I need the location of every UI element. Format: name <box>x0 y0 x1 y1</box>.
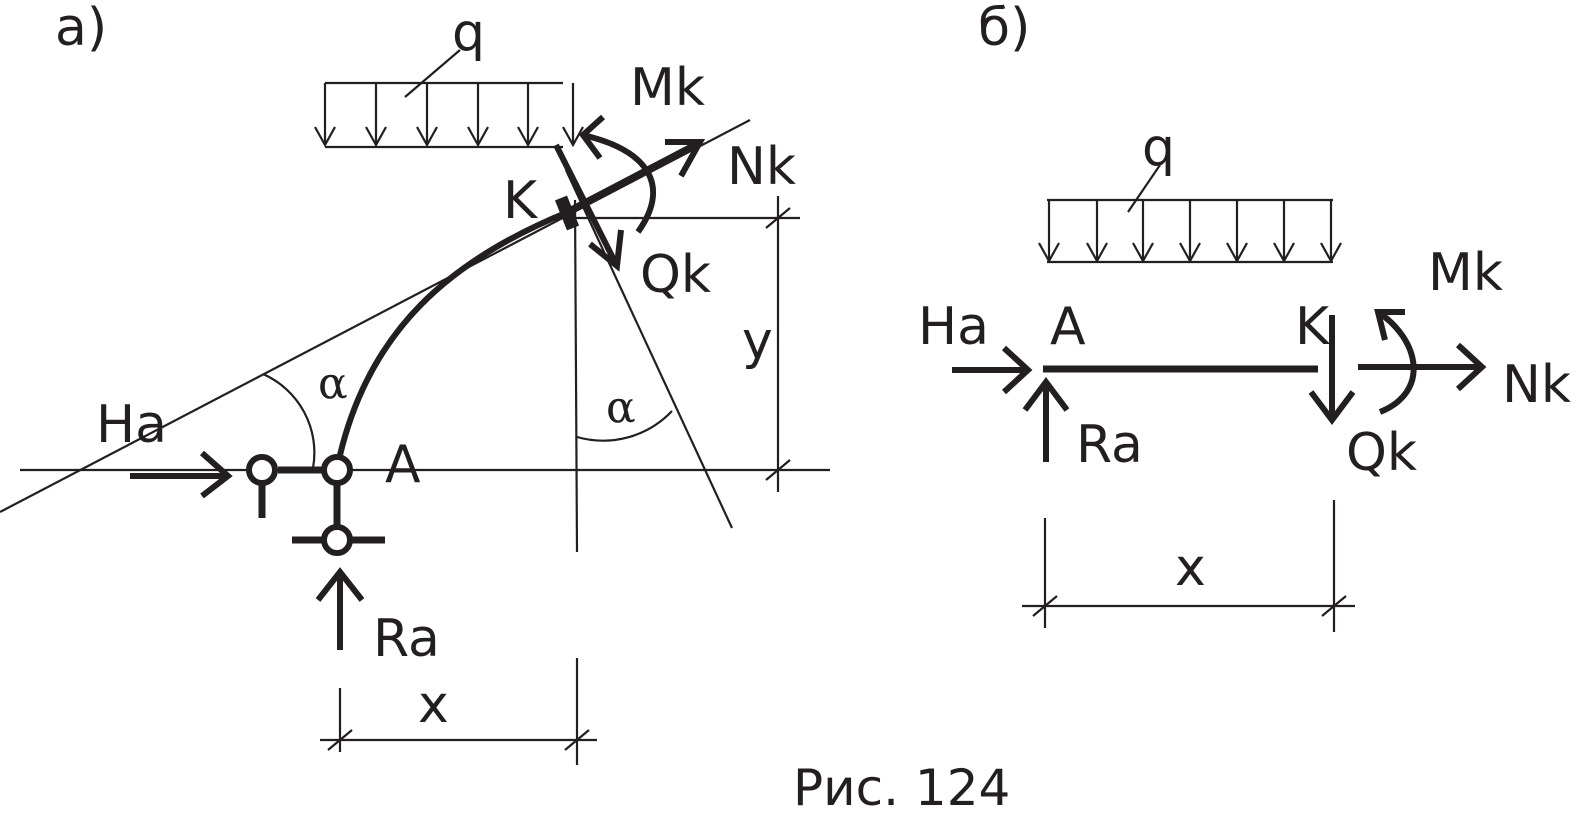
panel-a-Ra-label: Ra <box>373 609 440 669</box>
panel-b: б) q A K Ha Ra Qk <box>918 0 1571 632</box>
panel-b-Ha-label: Ha <box>918 297 989 357</box>
panel-a-alpha-right: α <box>606 382 636 433</box>
panel-a-Mk-label: Mk <box>630 58 705 118</box>
force-Qk-arrow <box>553 143 620 268</box>
alpha-arc-right <box>576 410 673 442</box>
panel-a-alpha-left: α <box>318 358 348 409</box>
alpha-arc-left <box>262 372 316 469</box>
hinge-bottom <box>321 524 353 556</box>
panel-a-A-label: A <box>385 435 421 495</box>
q-leader-line-b <box>1127 164 1161 213</box>
panel-b-label: б) <box>978 0 1030 58</box>
panel-a-Qk-label: Qk <box>640 245 711 305</box>
panel-a-y-label: y <box>742 311 773 371</box>
force-Nk-arrow <box>568 139 702 213</box>
moment-Mk-arrow <box>582 132 657 234</box>
panel-b-K-label: K <box>1295 297 1331 357</box>
q-leader-line <box>404 49 461 98</box>
panel-b-q-label: q <box>1142 118 1175 178</box>
vertical-line-k <box>573 199 579 553</box>
normal-line <box>565 169 733 529</box>
panel-b-A-label: A <box>1050 297 1086 357</box>
figure-caption: Рис. 124 <box>793 759 1010 817</box>
tangent-line <box>0 119 751 513</box>
panel-a-label: а) <box>55 0 107 58</box>
section-k-mark <box>554 195 580 231</box>
panel-a-Nk-label: Nk <box>727 137 796 197</box>
arch-member <box>337 209 570 456</box>
panel-b-x-label: x <box>1175 538 1206 598</box>
panel-a-Ha-label: Ha <box>96 395 167 455</box>
panel-a-distributed-load <box>314 49 584 149</box>
panel-a-K-label: K <box>503 171 539 231</box>
panel-b-Mk-label: Mk <box>1428 243 1503 303</box>
panel-b-distributed-load <box>1038 164 1342 264</box>
panel-b-Ra-label: Ra <box>1076 415 1143 475</box>
moment-Mk-arrow-b <box>1376 309 1417 415</box>
panel-b-Nk-label: Nk <box>1502 355 1571 415</box>
hinge-A <box>321 454 353 486</box>
hinge-left <box>246 454 278 486</box>
panel-a-q-label: q <box>452 3 485 63</box>
panel-a: а) q y α α K <box>0 0 830 765</box>
panel-a-x-label: x <box>418 675 449 735</box>
panel-b-Qk-label: Qk <box>1346 423 1417 483</box>
